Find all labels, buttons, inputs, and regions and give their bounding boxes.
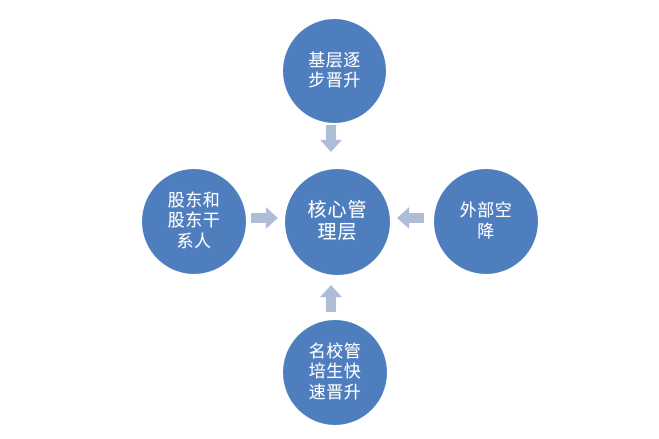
node-label-core-management: 核心管 理层 — [307, 199, 368, 243]
node-elite-trainee-fast-track[interactable]: 名校管 培生快 速晋升 — [283, 320, 387, 425]
node-label-grassroots-promotion: 基层逐 步晋升 — [308, 50, 361, 90]
node-core-management[interactable]: 核心管 理层 — [285, 169, 390, 275]
node-grassroots-promotion[interactable]: 基层逐 步晋升 — [283, 19, 386, 123]
node-shareholders-and-stakeholders[interactable]: 股东和 股东干 系人 — [142, 169, 246, 274]
arrow-up-icon — [320, 285, 342, 312]
node-label-shareholders-and-stakeholders: 股东和 股东干 系人 — [167, 191, 221, 251]
arrow-right-icon — [251, 207, 278, 229]
arrow-down-icon — [320, 125, 342, 152]
node-label-external-hire: 外部空 降 — [459, 201, 513, 241]
node-label-elite-trainee-fast-track: 名校管 培生快 速晋升 — [308, 342, 362, 402]
arrow-left-icon — [397, 207, 424, 229]
node-external-hire[interactable]: 外部空 降 — [434, 169, 538, 274]
